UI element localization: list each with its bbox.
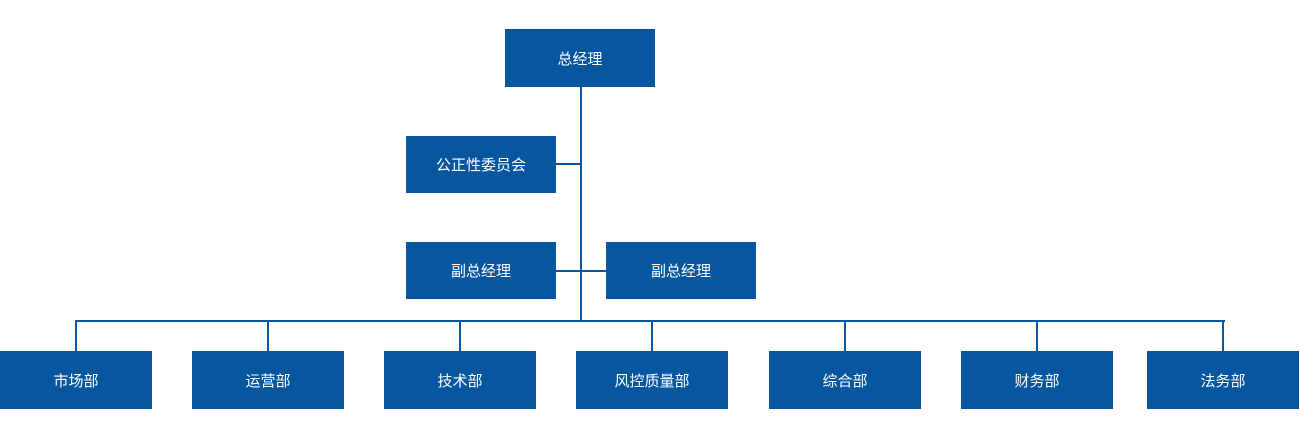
committee-connector <box>556 163 581 165</box>
node-department: 综合部 <box>769 351 921 409</box>
node-deputy-general-manager: 副总经理 <box>406 242 556 299</box>
department-drop-line <box>651 320 653 351</box>
node-department: 财务部 <box>961 351 1113 409</box>
department-drop-line <box>75 320 77 351</box>
node-department: 法务部 <box>1147 351 1299 409</box>
node-impartiality-committee: 公正性委员会 <box>406 136 556 193</box>
department-drop-line <box>1222 320 1224 351</box>
node-department: 市场部 <box>0 351 152 409</box>
node-general-manager: 总经理 <box>505 29 655 87</box>
department-drop-line <box>844 320 846 351</box>
node-department: 技术部 <box>384 351 536 409</box>
department-drop-line <box>267 320 269 351</box>
node-department: 运营部 <box>192 351 344 409</box>
trunk-line <box>580 87 582 321</box>
deputy-right-connector <box>581 270 606 272</box>
department-bus-line <box>75 320 1225 322</box>
department-drop-line <box>459 320 461 351</box>
node-deputy-general-manager: 副总经理 <box>606 242 756 299</box>
deputy-left-connector <box>556 270 581 272</box>
department-drop-line <box>1036 320 1038 351</box>
node-department: 风控质量部 <box>576 351 728 409</box>
